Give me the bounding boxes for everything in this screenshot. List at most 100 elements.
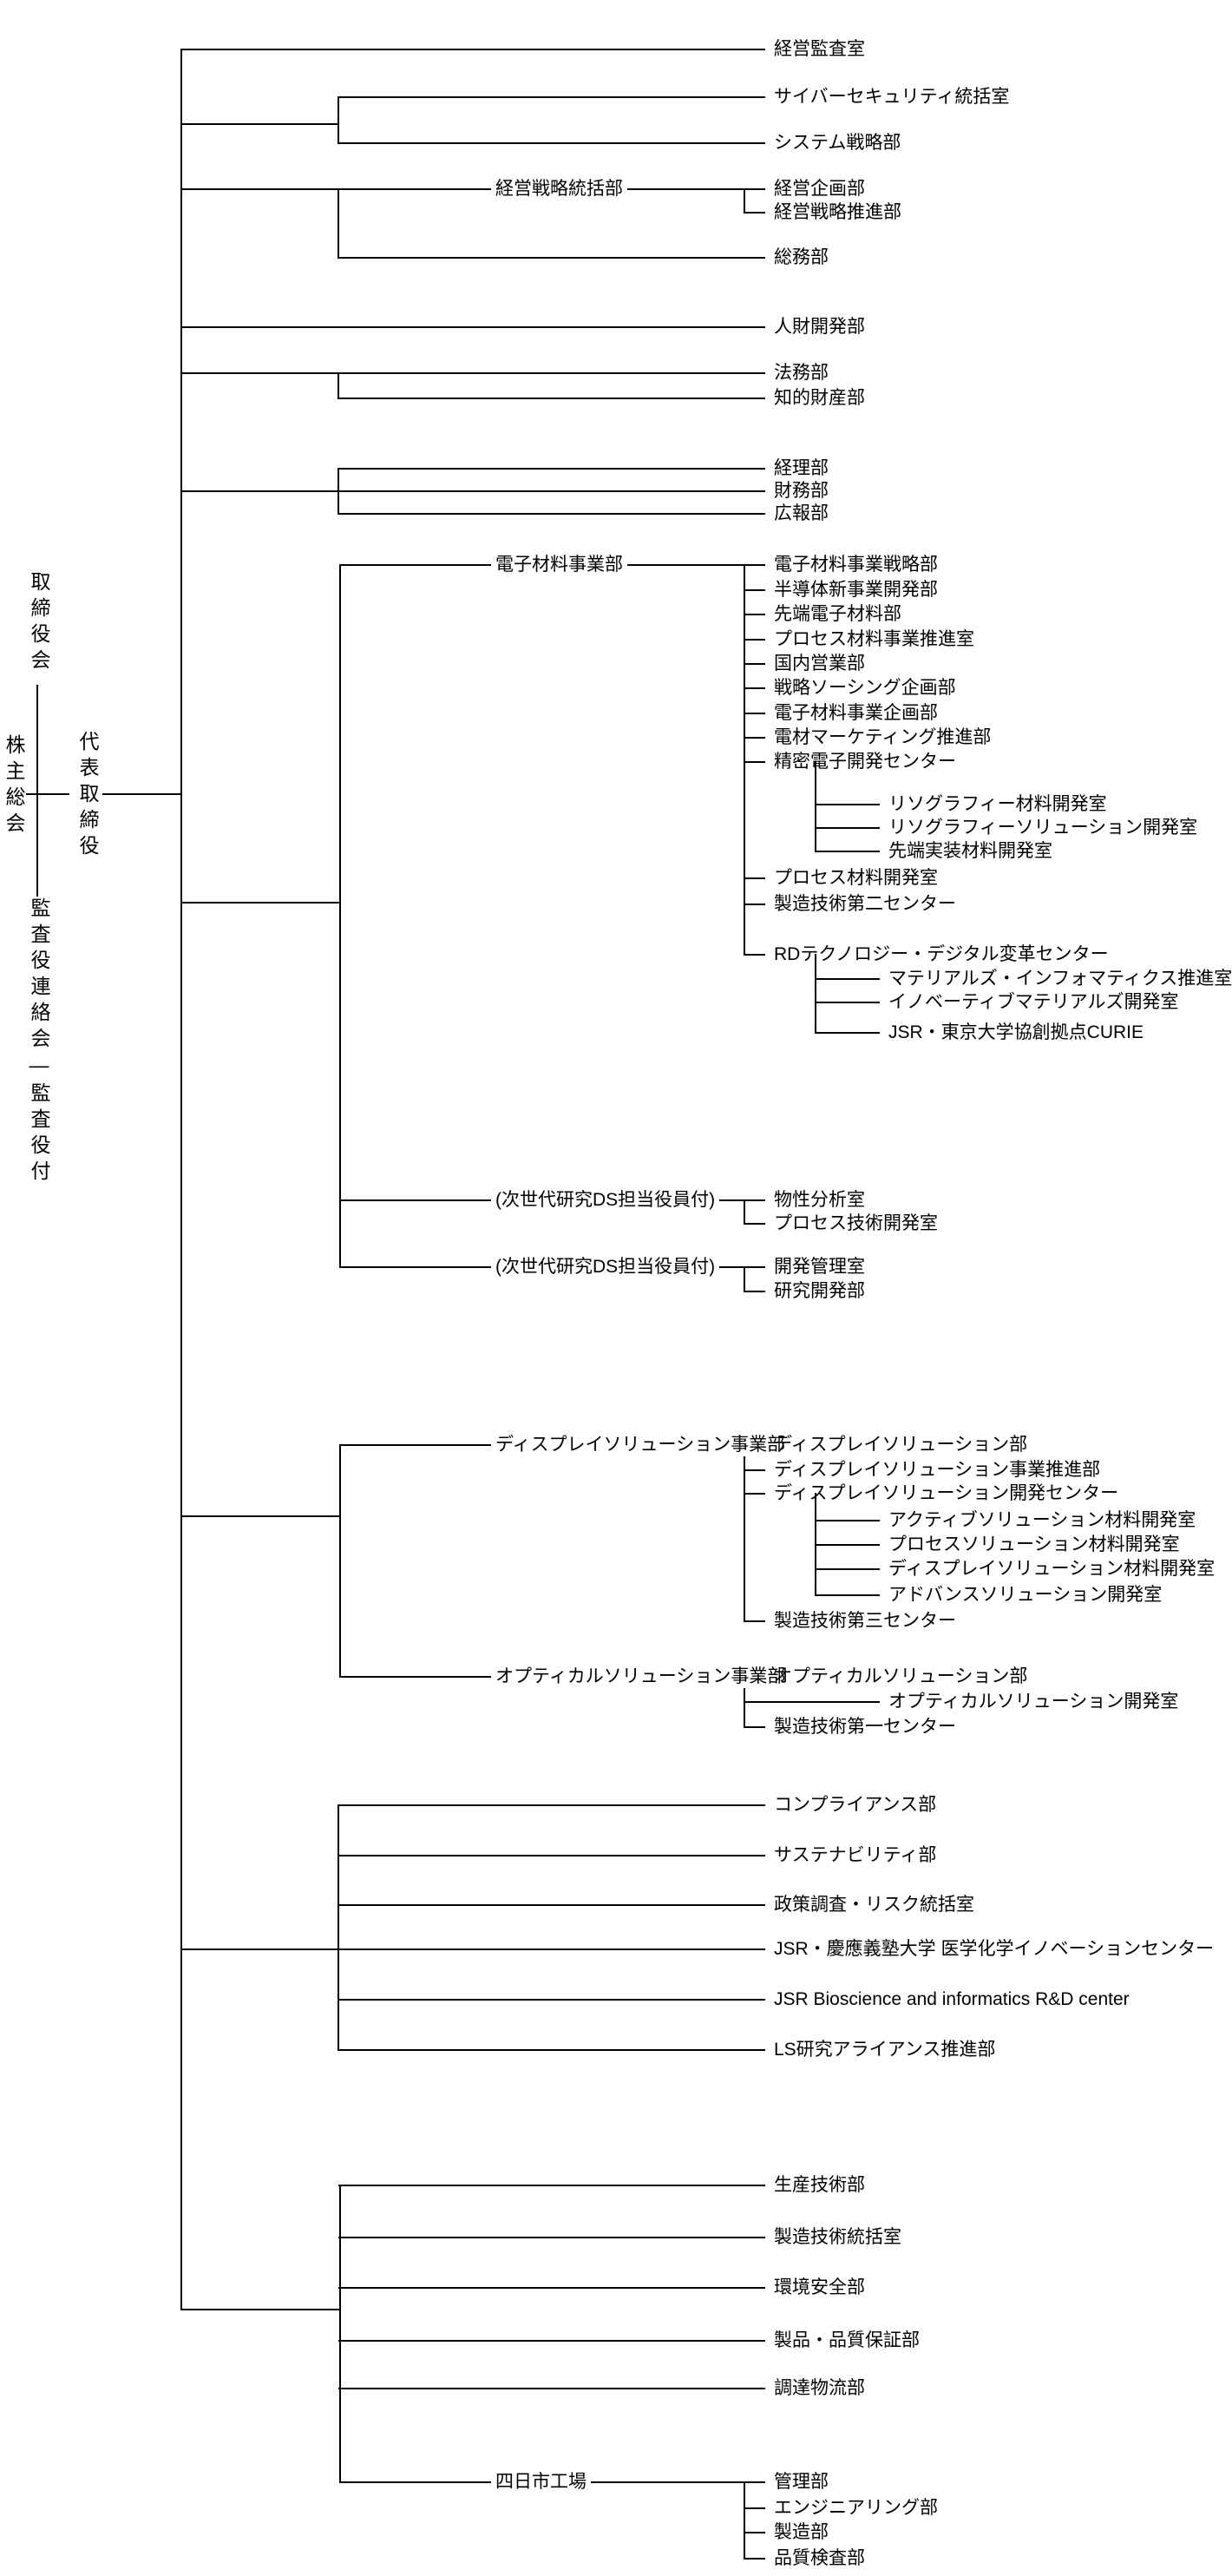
connector-line — [338, 2237, 765, 2238]
connector-line — [744, 1266, 745, 1292]
strategic-sourcing-planning-dept: 戦略ソーシング企画部 — [774, 678, 956, 698]
display-solution-rd-center: ディスプレイソリューション開発センター — [774, 1483, 1119, 1503]
connector-line — [744, 2558, 765, 2560]
connector-line — [744, 639, 765, 641]
connector-line — [181, 326, 765, 328]
sustainability-dept: サステナビリティ部 — [774, 1845, 937, 1865]
finance-dept: 財務部 — [774, 481, 829, 501]
manufacturing-tech-center-3: 製造技術第三センター — [774, 1611, 956, 1631]
connector-line — [816, 827, 880, 829]
board-of-directors: 取締役会 — [28, 571, 50, 675]
connector-line — [339, 564, 341, 1268]
manufacturing-tech-center-2: 製造技術第二センター — [774, 894, 956, 914]
precision-electronics-rd-center: 精密電子開発センター — [774, 752, 956, 772]
optical-solution-dept: オプティカルソリューション部 — [774, 1666, 1028, 1686]
advance-solution-rd-office: アドバンスソリューション開発室 — [888, 1585, 1163, 1605]
jsr-utokyo-collaboration-curie: JSR・東京大学協創拠点CURIE — [888, 1022, 1144, 1042]
connector-line — [744, 2481, 745, 2560]
development-management-office: 開発管理室 — [774, 1257, 865, 1277]
connector-line — [337, 188, 339, 259]
materials-informatics-promotion-office: マテリアルズ・インフォマティクス推進室 — [888, 969, 1232, 989]
policy-research-risk-governance-office: 政策調査・リスク統括室 — [774, 1895, 974, 1915]
connector-line — [816, 1544, 880, 1546]
connector-line — [181, 123, 338, 125]
connector-line — [337, 468, 339, 515]
ls-research-alliance-promotion-dept: LS研究アライアンス推進部 — [774, 2040, 996, 2060]
display-solution-dept: ディスプレイソリューション部 — [774, 1435, 1028, 1455]
general-affairs-dept: 総務部 — [774, 247, 829, 267]
connector-line — [744, 212, 765, 214]
management-audit-office: 経営監査室 — [774, 39, 865, 59]
board-to-audit-line — [36, 685, 38, 897]
connector-line — [181, 490, 765, 492]
manufacturing-tech-governance-office: 製造技術統括室 — [774, 2227, 901, 2247]
connector-line — [744, 687, 765, 689]
process-materials-business-promotion-office: プロセス材料事業推進室 — [774, 629, 974, 649]
procurement-logistics-dept: 調達物流部 — [774, 2378, 865, 2398]
connector-line — [337, 1804, 339, 2051]
optical-solution-rd-office: オプティカルソリューション開発室 — [888, 1692, 1179, 1712]
lithography-solution-rd-office: リソグラフィーソリューション開発室 — [888, 818, 1198, 838]
connector-line — [744, 713, 765, 714]
environment-safety-dept: 環境安全部 — [774, 2277, 865, 2297]
connector-line — [181, 1948, 765, 1950]
connector-line — [816, 804, 880, 805]
next-gen-research-ds-officer-2: (次世代研究DS担当役員付) — [491, 1256, 720, 1278]
connector-line — [338, 2185, 765, 2186]
physical-properties-analysis-office: 物性分析室 — [774, 1190, 865, 1210]
corporate-planning-dept: 経営企画部 — [774, 179, 865, 199]
domestic-sales-dept: 国内営業部 — [774, 654, 865, 674]
connector-line — [338, 398, 765, 399]
connector-line — [181, 902, 340, 904]
audit-officers-liaison: 監査役連絡会―監査役付 — [28, 897, 50, 1186]
connector-line — [744, 589, 765, 591]
connector-line — [744, 954, 765, 956]
intellectual-property-dept: 知的財産部 — [774, 388, 865, 408]
representative-director: 代表取締役 — [76, 731, 99, 861]
corporate-strategy-promotion-dept: 経営戦略推進部 — [774, 202, 901, 222]
product-quality-assurance-dept: 製品・品質保証部 — [774, 2330, 920, 2350]
connector-line — [338, 1999, 765, 2001]
public-relations-dept: 広報部 — [774, 503, 829, 523]
connector-line — [815, 761, 816, 852]
manufacturing-dept: 製造部 — [774, 2522, 829, 2542]
research-development-dept: 研究開発部 — [774, 1281, 865, 1301]
connector-line — [338, 2388, 765, 2389]
connector-line — [338, 1855, 765, 1856]
connector-line — [744, 188, 745, 214]
connector-line — [26, 793, 69, 795]
connector-line — [338, 1804, 765, 1806]
process-solution-materials-rd-office: プロセスソリューション材料開発室 — [888, 1534, 1180, 1554]
connector-line — [181, 188, 765, 190]
accounting-dept: 経理部 — [774, 458, 829, 478]
quality-inspection-dept: 品質検査部 — [774, 2548, 865, 2568]
connector-line — [744, 1199, 745, 1225]
process-technology-rd-office: プロセス技術開発室 — [774, 1213, 938, 1233]
engineering-dept: エンジニアリング部 — [774, 2498, 938, 2518]
connector-line — [339, 2185, 341, 2483]
production-technology-dept: 生産技術部 — [774, 2175, 865, 2195]
electronic-materials-division: 電子材料事業部 — [491, 554, 627, 576]
em-business-planning-dept: 電子材料事業企画部 — [774, 703, 938, 723]
main-trunk-line — [180, 49, 182, 2310]
active-solution-materials-rd-office: アクティブソリューション材料開発室 — [888, 1510, 1196, 1530]
connector-line — [338, 468, 765, 470]
connector-line — [338, 2049, 765, 2051]
connector-line — [816, 1568, 880, 1570]
yokkaichi-plant: 四日市工場 — [491, 2471, 591, 2494]
connector-line — [744, 1726, 765, 1728]
advanced-electronic-materials-dept: 先端電子材料部 — [774, 604, 901, 624]
process-materials-rd-office: プロセス材料開発室 — [774, 868, 938, 888]
connector-line — [181, 372, 765, 374]
connector-line — [816, 1002, 880, 1003]
connector-line — [338, 513, 765, 515]
shareholders-meeting: 株主総会 — [3, 734, 25, 838]
connector-line — [338, 257, 765, 259]
connector-line — [744, 877, 765, 879]
cybersecurity-governance-office: サイバーセキュリティ統括室 — [774, 87, 1010, 107]
innovative-materials-rd-office: イノベーティブマテリアルズ開発室 — [888, 992, 1179, 1012]
connector-line — [744, 564, 745, 956]
jsr-bioscience-informatics-rd-center: JSR Bioscience and informatics R&D cente… — [774, 1989, 1130, 2009]
compliance-dept: コンプライアンス部 — [774, 1795, 937, 1815]
connector-line — [744, 2507, 765, 2509]
